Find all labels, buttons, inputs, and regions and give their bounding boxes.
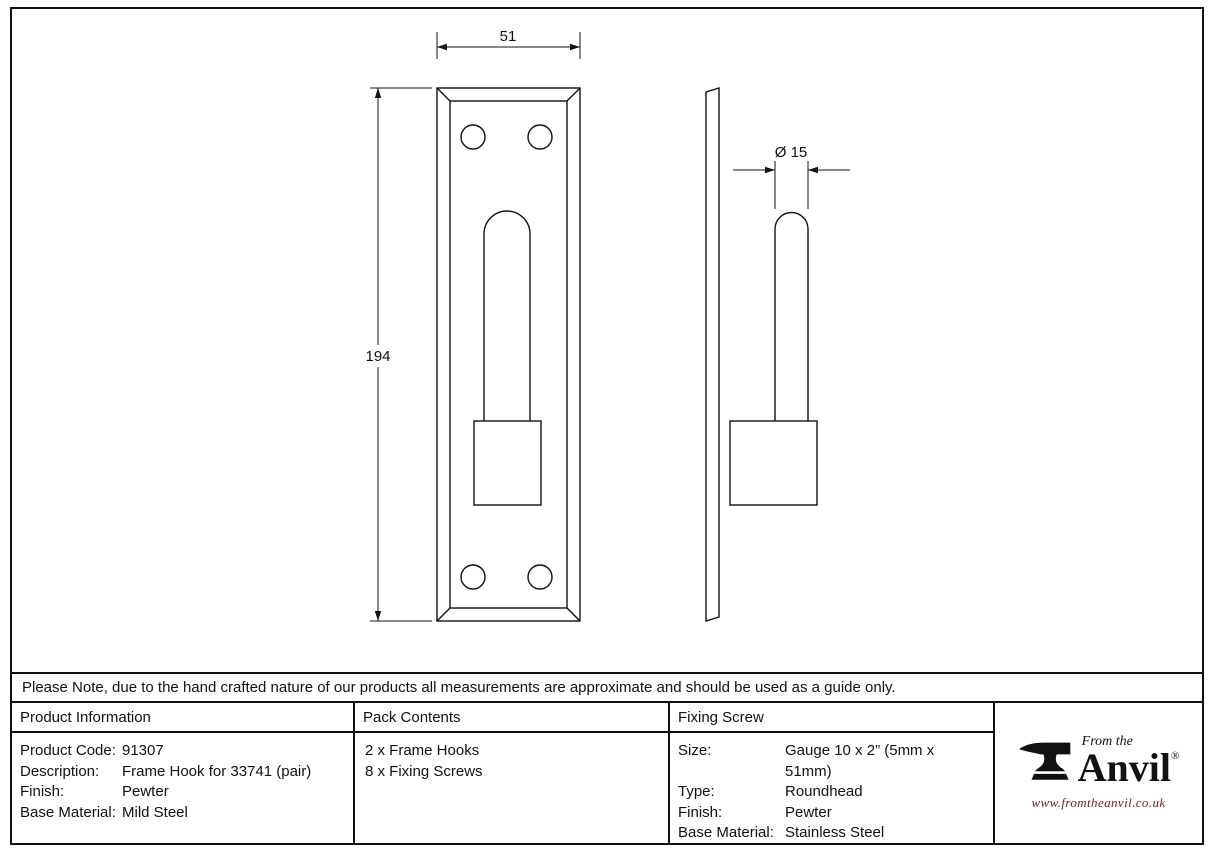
plate-bevel xyxy=(449,100,568,609)
bevel-chamfer xyxy=(566,607,581,622)
field-value: Mild Steel xyxy=(122,803,188,821)
dim-diameter-label: Ø 15 xyxy=(775,144,808,161)
field-value: Frame Hook for 33741 (pair) xyxy=(122,762,312,780)
note-text: Please Note, due to the hand crafted nat… xyxy=(22,679,896,696)
field-value: Stainless Steel xyxy=(785,824,885,841)
hook-block-front xyxy=(473,420,542,506)
registered-mark: ® xyxy=(1171,750,1180,763)
hook-pin-side xyxy=(774,211,809,421)
table-row: Product Code: 91307 xyxy=(20,741,345,762)
hook-block-side xyxy=(729,420,818,506)
logo-text: From the Anvil ® xyxy=(1077,734,1180,791)
dimension-diameter: Ø 15 xyxy=(733,144,850,209)
plate-outer xyxy=(436,87,581,622)
table-row: Base Material: Mild Steel xyxy=(20,803,345,824)
bevel-chamfer xyxy=(566,87,581,102)
screw-hole xyxy=(460,564,486,590)
logo-tagline: From the xyxy=(1081,734,1133,750)
dimension-height: 194 xyxy=(365,87,432,622)
bevel-chamfer xyxy=(436,87,451,102)
bevel-chamfer xyxy=(436,607,451,622)
field-value: Roundhead xyxy=(785,783,863,800)
field-label: Description: xyxy=(20,762,100,780)
product-information-cell: Product Code: 91307 Description: Frame H… xyxy=(12,733,355,844)
col-header-pack-contents: Pack Contents xyxy=(355,703,670,733)
table-row: Finish: Pewter xyxy=(20,782,345,803)
plate-side xyxy=(705,87,720,622)
pack-contents-cell: 2 x Frame Hooks 8 x Fixing Screws xyxy=(355,733,670,844)
screw-hole xyxy=(527,564,553,590)
table-row: Type: Roundhead xyxy=(678,782,985,803)
table-row: Size: Gauge 10 x 2” (5mm x 51mm) xyxy=(678,741,985,782)
logo-brand-name: Anvil xyxy=(1077,745,1171,791)
field-label: Size: xyxy=(678,742,712,759)
drawing-sheet: 51 194 Ø 15 Please Note, due to the hand… xyxy=(10,7,1204,845)
field-value: Pewter xyxy=(785,803,832,821)
dim-height-label: 194 xyxy=(365,348,390,365)
technical-drawing: 51 194 Ø 15 xyxy=(365,28,850,622)
field-label: Base Material: xyxy=(678,824,774,841)
anvil-icon xyxy=(1019,742,1070,780)
dim-width-label: 51 xyxy=(500,28,517,45)
screw-hole xyxy=(460,124,486,150)
brand-logo: From the Anvil ® www.fromtheanvil.co.uk xyxy=(995,703,1202,844)
logo-website-url: www.fromtheanvil.co.uk xyxy=(1031,795,1166,811)
side-view xyxy=(705,87,818,622)
logo-lockup: From the Anvil ® xyxy=(1018,734,1180,791)
fixing-screw-cell: Size: Gauge 10 x 2” (5mm x 51mm) Type: R… xyxy=(670,733,995,844)
field-label: Finish: xyxy=(20,783,65,800)
screw-hole xyxy=(527,124,553,150)
table-row: Finish: Pewter xyxy=(678,803,985,824)
col-header-product-information: Product Information xyxy=(12,703,355,733)
spec-table: Product Information Pack Contents Fixing… xyxy=(12,701,1202,844)
list-item: 2 x Frame Hooks xyxy=(365,742,480,759)
table-row: Description: Frame Hook for 33741 (pair) xyxy=(20,762,345,783)
field-value: Pewter xyxy=(122,783,169,800)
field-label: Type: xyxy=(678,783,715,800)
table-row: Base Material: Stainless Steel xyxy=(678,823,985,844)
field-label: Finish: xyxy=(678,803,723,821)
note-bar: Please Note, due to the hand crafted nat… xyxy=(12,672,1202,701)
field-label: Base Material: xyxy=(20,803,116,821)
list-item: 8 x Fixing Screws xyxy=(365,762,483,780)
col-header-fixing-screw: Fixing Screw xyxy=(670,703,995,733)
field-value: 91307 xyxy=(122,742,164,759)
hook-pin-front xyxy=(483,210,531,421)
field-value: Gauge 10 x 2” (5mm x 51mm) xyxy=(785,742,935,780)
front-view xyxy=(436,87,581,622)
field-label: Product Code: xyxy=(20,742,116,759)
dimension-width: 51 xyxy=(436,28,581,59)
